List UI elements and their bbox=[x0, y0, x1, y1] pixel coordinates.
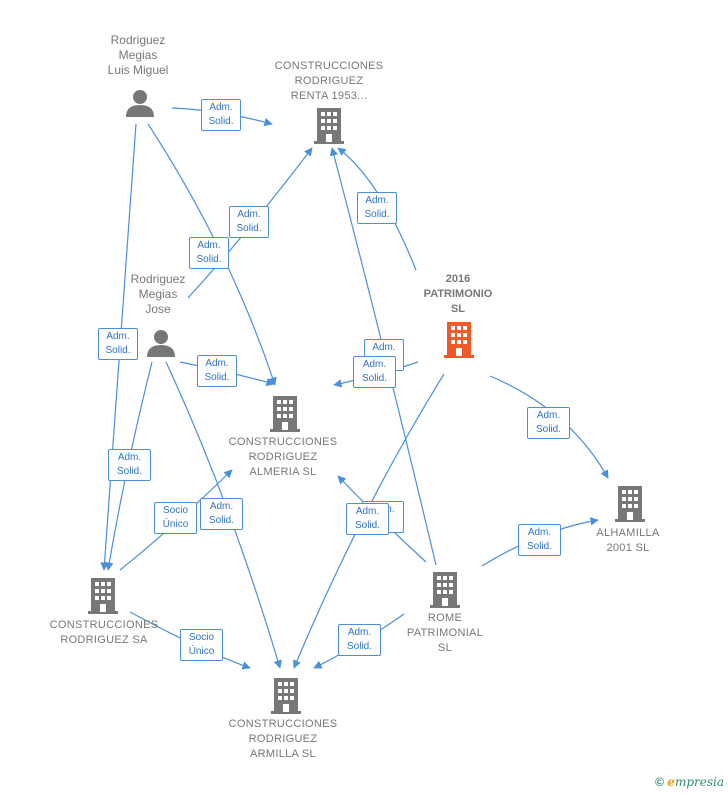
building-icon-armilla[interactable] bbox=[271, 678, 301, 714]
node-label-almeria[interactable]: CONSTRUCCIONES RODRIGUEZ ALMERIA SL bbox=[228, 436, 338, 478]
building-icon-rome[interactable] bbox=[430, 572, 460, 608]
edge-label-adm-solid: Adm. Solid. bbox=[338, 624, 381, 656]
person-icon-luis[interactable] bbox=[125, 88, 155, 118]
copyright-symbol: © bbox=[655, 775, 664, 789]
edge-label-adm-solid: Adm. Solid. bbox=[357, 192, 397, 224]
edge-label-socio-unico: Socio Único bbox=[154, 502, 197, 534]
node-label-rome[interactable]: ROME PATRIMONIAL SL bbox=[406, 612, 484, 654]
edge-label-adm-solid: Adm. Solid. bbox=[353, 356, 396, 388]
edge-label-adm-solid: Adm. Solid. bbox=[346, 503, 389, 535]
building-icon-alhamilla[interactable] bbox=[615, 486, 645, 522]
brand-watermark: © empresia bbox=[655, 775, 724, 789]
node-label-alhamilla[interactable]: ALHAMILLA 2001 SL bbox=[596, 527, 660, 554]
node-label-armilla[interactable]: CONSTRUCCIONES RODRIGUEZ ARMILLA SL bbox=[228, 718, 338, 760]
person-icon-jose[interactable] bbox=[146, 328, 176, 358]
edge-label-adm-solid: Adm. Solid. bbox=[200, 498, 243, 530]
node-label-luis[interactable]: Rodriguez Megias Luis Miguel bbox=[107, 33, 169, 77]
edge-label-adm-solid: Adm. Solid. bbox=[197, 355, 237, 387]
edge-label-adm-solid: Adm. Solid. bbox=[98, 328, 138, 360]
edge-label-adm-solid: Adm. Solid. bbox=[518, 524, 561, 556]
edge-label-adm-solid: Adm. Solid. bbox=[108, 449, 151, 481]
brand-logo: empresia bbox=[667, 775, 724, 789]
building-icon-almeria[interactable] bbox=[270, 396, 300, 432]
edge-label-adm-solid: Adm. Solid. bbox=[527, 407, 570, 439]
building-icon-renta[interactable] bbox=[314, 108, 344, 144]
edge-label-adm-solid: Adm. Solid. bbox=[201, 99, 241, 131]
node-label-2016-patrimonio[interactable]: 2016 PATRIMONIO SL bbox=[423, 273, 493, 315]
edge-label-adm-solid: Adm. Solid. bbox=[229, 206, 269, 238]
node-label-rodriguez-sa[interactable]: CONSTRUCCIONES RODRIGUEZ SA bbox=[49, 619, 159, 646]
edge-label-adm-solid: Adm. Solid. bbox=[189, 237, 229, 269]
building-icon-rodriguez-sa[interactable] bbox=[88, 578, 118, 614]
node-label-jose[interactable]: Rodriguez Megias Jose bbox=[130, 272, 186, 316]
node-label-renta[interactable]: CONSTRUCCIONES RODRIGUEZ RENTA 1953... bbox=[274, 60, 384, 102]
edge-label-socio-unico: Socio Único bbox=[180, 629, 223, 661]
building-icon-2016-patrimonio[interactable] bbox=[444, 322, 474, 358]
